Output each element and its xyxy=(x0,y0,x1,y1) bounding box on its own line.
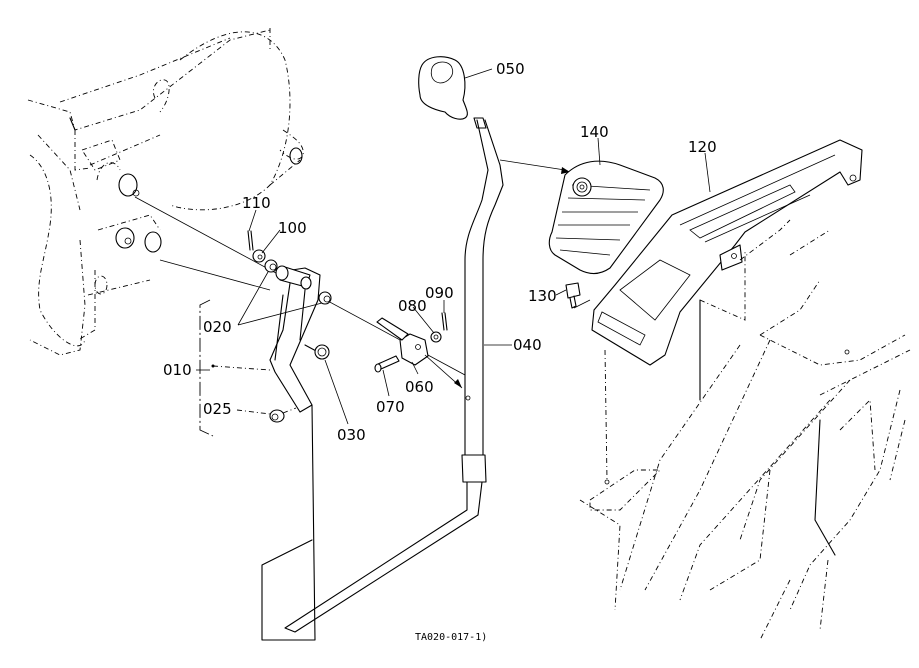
label-020: 020 xyxy=(203,318,232,336)
label-070: 070 xyxy=(376,398,405,416)
tractor-body xyxy=(579,219,911,641)
label-080: 080 xyxy=(398,297,427,315)
label-010: 010 xyxy=(163,361,192,379)
bushing-020 xyxy=(264,259,332,305)
shaft-centerline-2 xyxy=(159,259,271,291)
boot-140 xyxy=(548,160,664,275)
assembly-arrow-boot xyxy=(499,159,566,171)
leader-lines xyxy=(196,68,711,425)
split-pin-090 xyxy=(441,312,448,331)
split-pin-110 xyxy=(247,230,254,251)
label-030: 030 xyxy=(337,426,366,444)
label-090: 090 xyxy=(425,284,454,302)
label-120: 120 xyxy=(688,138,717,156)
nut-025 xyxy=(236,407,297,423)
drawing-code: TA020-017-1) xyxy=(415,632,487,643)
pin-070 xyxy=(374,355,400,373)
bolt-030 xyxy=(304,344,330,360)
bolt-130 xyxy=(565,282,591,309)
label-140: 140 xyxy=(580,123,609,141)
transmission-housing xyxy=(27,28,304,356)
label-040: 040 xyxy=(513,336,542,354)
label-130: 130 xyxy=(528,287,557,305)
washer-080 xyxy=(430,331,442,343)
knob-050 xyxy=(418,56,468,120)
yoke-060 xyxy=(376,317,429,366)
label-025: 025 xyxy=(203,400,232,418)
label-100: 100 xyxy=(278,219,307,237)
label-110: 110 xyxy=(242,194,271,212)
shift-lever-040 xyxy=(284,117,504,633)
lever-guide-plate-120 xyxy=(591,139,863,366)
label-060: 060 xyxy=(405,378,434,396)
shift-bracket-assembly xyxy=(199,265,321,641)
label-050: 050 xyxy=(496,60,525,78)
